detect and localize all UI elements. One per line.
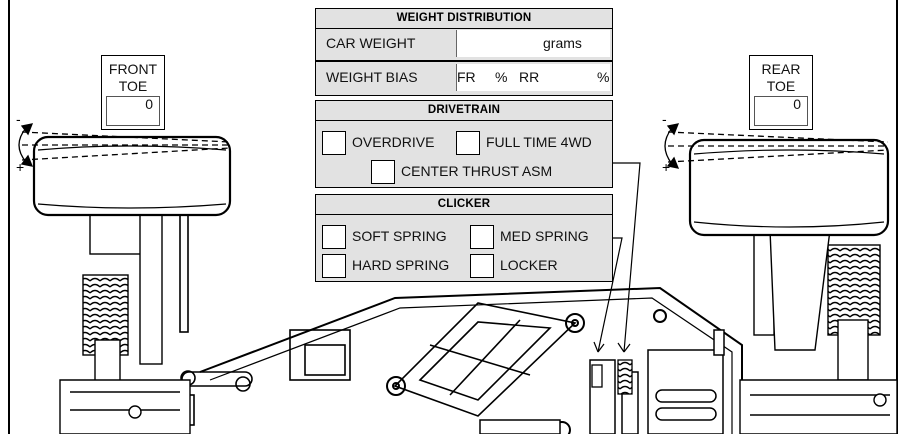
rear-toe-label-line2: TOE [766,78,796,94]
drivetrain-panel: DRIVETRAIN OVERDRIVE FULL TIME 4WD CENTE… [315,100,613,188]
weight-bias-label: WEIGHT BIAS [326,69,418,85]
rear-tire [688,138,890,237]
rear-toe-minus-mark: - [662,111,667,127]
front-tire [32,135,232,217]
rear-bias-percent: % [597,69,610,85]
car-weight-unit: grams [543,35,582,51]
rear-toe-value-cell[interactable]: 0 [754,96,808,126]
rear-toe-plus-mark: + [662,159,671,175]
front-toe-guides [18,123,231,167]
front-bias-percent: % [495,69,508,85]
clicker-parts [591,359,633,395]
locker-checkbox[interactable] [470,254,494,278]
front-bias-label: FR [457,69,476,85]
rear-toe-box: REAR TOE 0 [749,55,813,130]
rear-suspension [739,224,898,434]
overdrive-label: OVERDRIVE [352,134,435,150]
drivetrain-title: DRIVETRAIN [316,101,612,121]
hard-spring-checkbox[interactable] [322,254,346,278]
clicker-title: CLICKER [316,195,612,215]
front-shock [59,213,191,434]
locker-label: LOCKER [500,257,558,273]
car-weight-row: CAR WEIGHT grams [316,28,612,59]
weight-distribution-title: WEIGHT DISTRIBUTION [316,9,612,29]
overdrive-checkbox[interactable] [322,131,346,155]
rear-toe-guides [664,123,889,169]
clicker-panel: CLICKER SOFT SPRING MED SPRING HARD SPRI… [315,194,613,282]
hard-spring-label: HARD SPRING [352,257,450,273]
chassis-plate [199,286,743,434]
center-thrust-label: CENTER THRUST ASM [401,163,553,179]
front-toe-plus-mark: + [16,159,25,175]
med-spring-label: MED SPRING [500,228,589,244]
weight-bias-field[interactable]: FR % RR % [456,64,610,91]
rear-toe-value: 0 [793,96,801,112]
leader-lines [593,162,641,353]
weight-distribution-panel: WEIGHT DISTRIBUTION CAR WEIGHT grams WEI… [315,8,613,96]
x-brace [393,302,577,417]
rear-bias-label: RR [519,69,540,85]
front-toe-box: FRONT TOE 0 [101,55,165,130]
front-toe-label-line1: FRONT [108,61,158,77]
full-time-4wd-checkbox[interactable] [456,131,480,155]
full-time-4wd-label: FULL TIME 4WD [486,134,592,150]
car-weight-field[interactable]: grams [456,30,610,57]
rear-toe-label-line1: REAR [761,61,801,77]
soft-spring-checkbox[interactable] [322,225,346,249]
front-toe-value-cell[interactable]: 0 [106,96,160,126]
med-spring-checkbox[interactable] [470,225,494,249]
front-toe-label-line2: TOE [118,78,148,94]
car-weight-label: CAR WEIGHT [326,35,416,51]
front-toe-value: 0 [145,96,153,112]
front-toe-minus-mark: - [16,111,21,127]
weight-bias-row: WEIGHT BIAS FR % RR % [316,62,612,93]
transmission [479,329,725,434]
center-thrust-checkbox[interactable] [371,160,395,184]
soft-spring-label: SOFT SPRING [352,228,447,244]
weight-row-divider [316,60,612,62]
